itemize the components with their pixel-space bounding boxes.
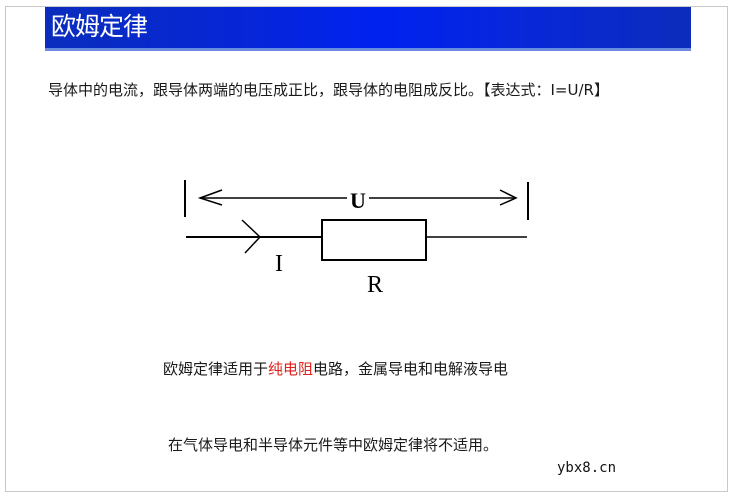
applicability-statement: 欧姆定律适用于纯电阻电路，金属导电和电解液导电 bbox=[163, 359, 508, 379]
resistor-label: R bbox=[367, 272, 383, 298]
voltage-arrow-right-head-icon bbox=[499, 189, 518, 206]
ohms-law-definition: 导体中的电流，跟导体两端的电压成正比，跟导体的电阻成反比。【表达式：I=U/R】 bbox=[48, 81, 609, 99]
pure-resistance-highlight: 纯电阻 bbox=[268, 360, 314, 378]
title-bar: 欧姆定律 bbox=[45, 7, 691, 51]
limitation-statement: 在气体导电和半导体元件等中欧姆定律将不适用。 bbox=[168, 436, 499, 454]
watermark: ybx8.cn bbox=[557, 460, 617, 476]
applicability-prefix: 欧姆定律适用于 bbox=[163, 360, 269, 378]
applicability-suffix: 电路，金属导电和电解液导电 bbox=[313, 360, 509, 378]
voltage-arrow-left-head-icon bbox=[197, 189, 223, 206]
current-direction-arrow-icon bbox=[241, 219, 262, 254]
resistor-symbol bbox=[321, 219, 427, 261]
voltage-label: U bbox=[350, 188, 366, 213]
slide-title: 欧姆定律 bbox=[51, 12, 148, 41]
current-label: I bbox=[275, 251, 283, 277]
